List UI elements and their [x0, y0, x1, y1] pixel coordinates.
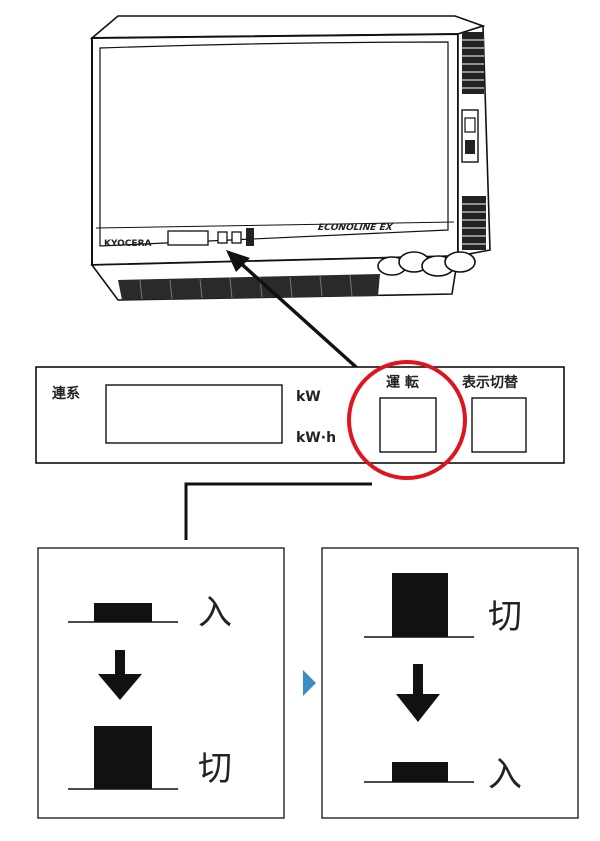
label-display-switch: 表示切替 — [461, 374, 519, 391]
control-panel-detail: 連系 kW kW·h 運 転 表示切替 — [35, 360, 565, 480]
down-arrow-icon — [98, 650, 142, 700]
label-run: 運 転 — [386, 374, 419, 391]
down-arrow-icon — [396, 664, 440, 722]
unit-kw: kW — [296, 389, 321, 405]
side-vent-lower — [462, 196, 486, 250]
label-off: 切 — [488, 597, 522, 637]
label-grid-tie: 連系 — [52, 385, 80, 402]
label-on: 入 — [488, 755, 522, 795]
front-control-strip — [95, 221, 455, 246]
cable-glands — [377, 251, 476, 277]
button-state-high — [392, 573, 448, 637]
next-step-arrow-icon — [303, 670, 316, 696]
step-panel-right: 切 入 — [321, 547, 579, 819]
button-state-high — [94, 726, 152, 789]
button-state-low — [392, 762, 448, 782]
run-button[interactable] — [379, 397, 437, 453]
step-panel-left: 入 切 — [37, 547, 285, 819]
connector-line — [184, 482, 372, 540]
device-brand-logo: KYOCERA — [104, 239, 152, 249]
unit-kwh: kW·h — [296, 430, 336, 446]
label-off: 切 — [198, 749, 232, 789]
power-conditioner-device: KYOCERA ECONOLINE EX — [89, 15, 491, 301]
side-switch — [461, 109, 479, 163]
button-state-low — [94, 603, 152, 622]
pointer-arrow — [226, 250, 368, 378]
side-vent-upper — [462, 32, 484, 94]
highlight-circle — [347, 360, 467, 480]
power-display — [105, 384, 283, 444]
device-model-name: ECONOLINE EX — [317, 223, 394, 233]
bottom-vent — [90, 255, 459, 301]
label-on: 入 — [198, 593, 232, 633]
display-switch-button[interactable] — [471, 397, 527, 453]
